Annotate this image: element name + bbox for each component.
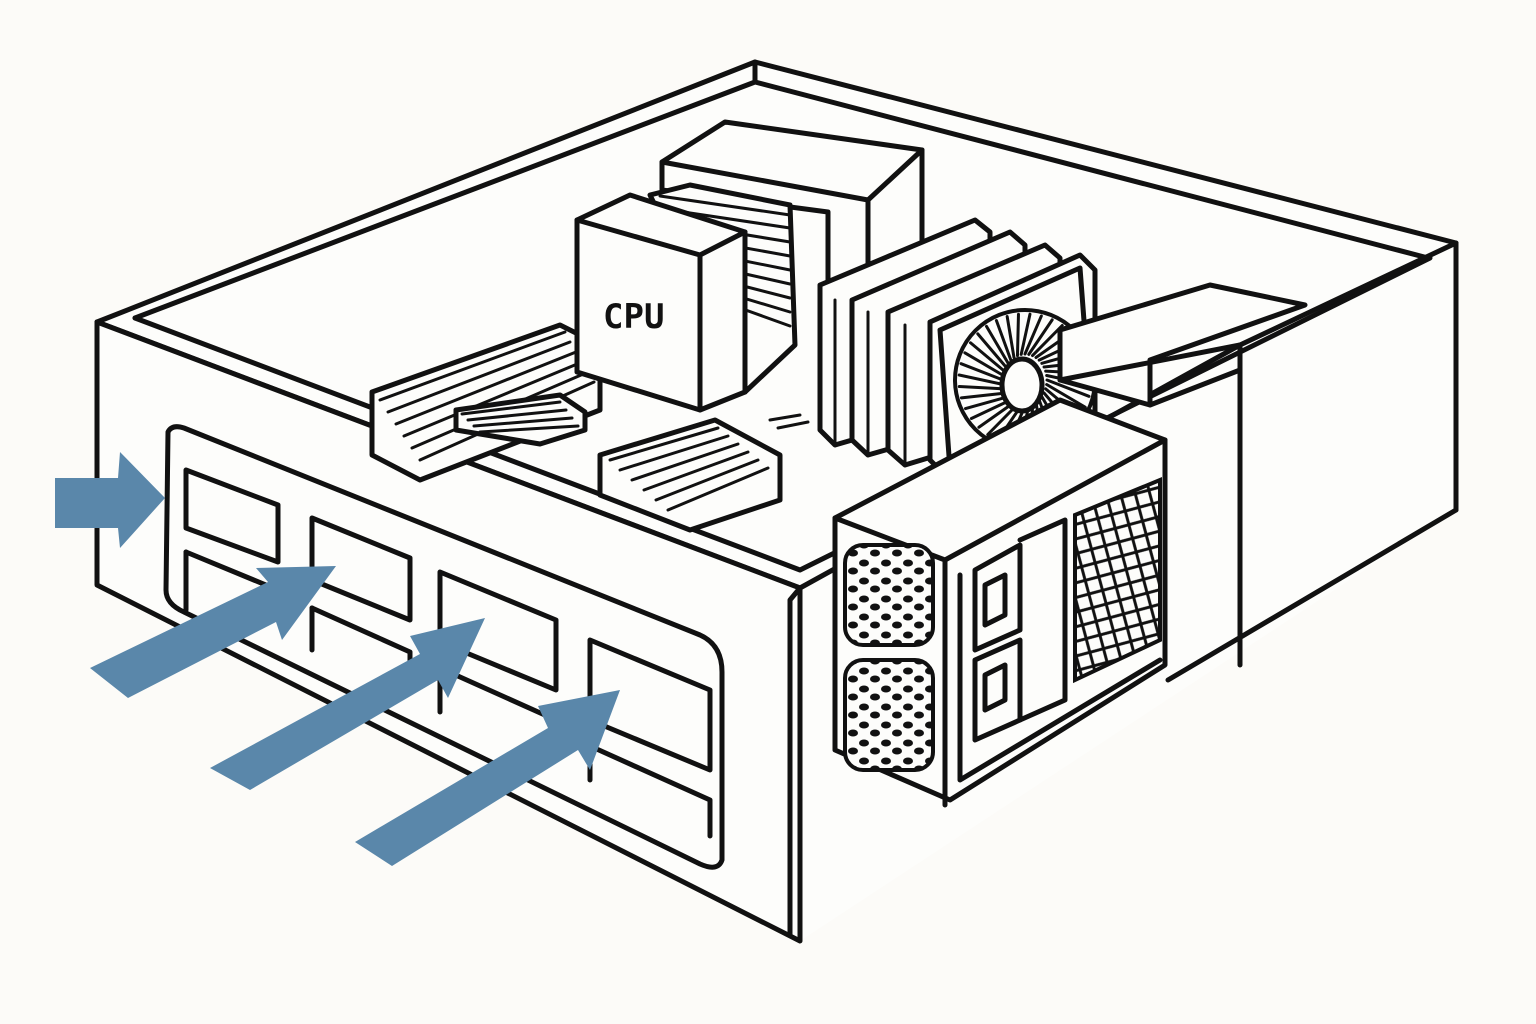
fan-blade	[957, 385, 1006, 391]
airflow-arrow-icon	[55, 452, 165, 548]
chipset-heatsink	[597, 413, 810, 533]
fan-blade	[1005, 314, 1016, 359]
fan-blade	[964, 395, 1010, 411]
fan-blade	[985, 324, 1010, 365]
fan-blade	[959, 362, 1005, 382]
cpu-label: CPU	[603, 297, 664, 337]
fan-blade	[959, 391, 1008, 400]
fan-blade	[1023, 314, 1043, 356]
psu-vent-top	[843, 543, 935, 647]
fan-blade	[1045, 378, 1091, 398]
airflow-arrow-icon	[90, 566, 336, 698]
case-right-wall	[1165, 240, 1459, 683]
airflow-arrow-icon	[355, 690, 620, 866]
fan-blade	[1045, 383, 1087, 409]
fan-blade	[1019, 312, 1032, 356]
psu-side-vent	[1073, 477, 1162, 684]
fan-blade	[1015, 312, 1020, 358]
case-back-wall	[94, 59, 1459, 513]
fan-blade	[968, 341, 1006, 373]
psu-vent-bottom	[843, 658, 935, 772]
psu-connectors	[972, 517, 1068, 743]
fan-blade	[976, 332, 1008, 369]
fan-blade	[1027, 318, 1054, 356]
fan-blade	[969, 398, 1013, 420]
fan-blade	[994, 319, 1013, 362]
airflow-arrows	[55, 452, 620, 866]
fan-blade	[963, 351, 1005, 377]
drive-bay	[1057, 282, 1308, 408]
airflow-arrow-icon	[210, 618, 485, 790]
ram-modules	[369, 322, 603, 483]
fan-blade	[1031, 323, 1064, 358]
cpu-block	[574, 192, 748, 413]
power-supply	[832, 397, 1168, 808]
fan-blade	[957, 373, 1005, 387]
